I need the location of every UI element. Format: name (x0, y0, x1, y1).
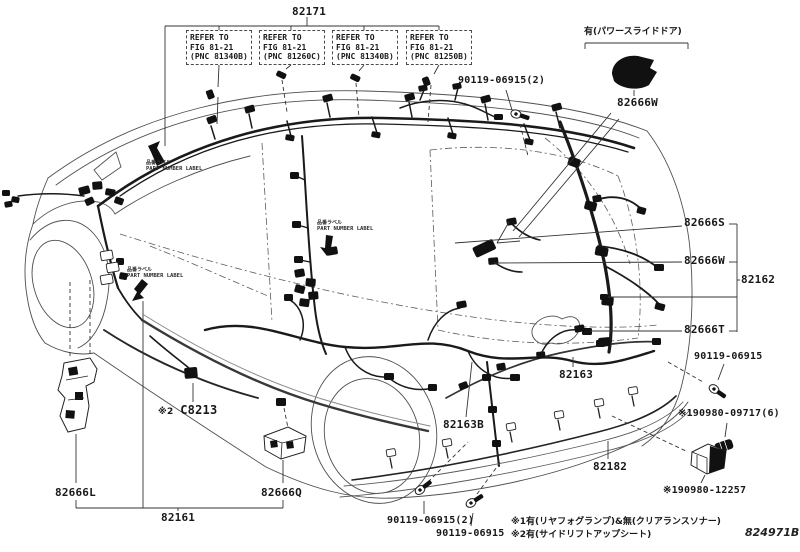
label-arrow-icon (320, 235, 335, 256)
white-connector-glyphs (99, 249, 639, 458)
refer-box-1: REFER TO FIG 81-21 (PNC 81340B) (186, 30, 252, 65)
callout-82666Q: 82666Q (261, 486, 302, 499)
label-arrow-icon (132, 279, 148, 301)
c8213-number: C8213 (180, 403, 218, 417)
part-number-label-jp: 品番ラベル (317, 220, 343, 226)
part-number-label-en: PART NUMBER LABEL (127, 273, 184, 279)
callout-82666W-top: 82666W (617, 96, 658, 109)
callout-90119-06915-top: 90119-06915(2) (458, 75, 546, 86)
callout-82161: 82161 (161, 511, 196, 524)
part-pictograms (57, 55, 734, 508)
footnote-2: ※2有(サイドリフトアップシート) (511, 530, 652, 540)
refer-box-line: (PNC 81340B) (190, 52, 248, 61)
psd-junction-part (612, 55, 657, 89)
part-number-label-en: PART NUMBER LABEL (146, 166, 203, 172)
callout-82171: 82171 (292, 5, 327, 18)
dashed-leaders (69, 79, 704, 495)
refer-box-line: (PNC 81250B) (410, 52, 468, 61)
bolt-icon (510, 109, 530, 121)
footnote-1: ※1有(リヤフォグランプ)&無(クリアランスソナー) (511, 517, 721, 527)
car-outline (24, 90, 693, 504)
callout-90980-09717: ※190980-09717(6) (678, 408, 780, 419)
refer-box-3: REFER TO FIG 81-21 (PNC 81340B) (332, 30, 398, 65)
callout-82162: 82162 (741, 273, 776, 286)
junction-82666Q-part (263, 426, 307, 460)
callout-82163B: 82163B (443, 418, 484, 431)
refer-box-line: REFER TO (336, 33, 375, 42)
refer-box-line: FIG 81-21 (263, 42, 307, 52)
callout-82163: 82163 (559, 368, 594, 381)
part-number-label-en: PART NUMBER LABEL (317, 226, 374, 232)
callout-90119-06915-bottom-a: 90119-06915(2) (387, 515, 475, 526)
part-number-label-jp: 品番ラベル (127, 267, 153, 273)
refer-box-line: (PNC 81260C) (263, 52, 321, 61)
ref-mark-2: ※2 (158, 407, 174, 417)
bolt-icon (708, 384, 727, 399)
part-number-label-roof: 品番ラベル PART NUMBER LABEL (146, 160, 202, 172)
refer-box-line: FIG 81-21 (410, 42, 454, 52)
part-number-label-center: 品番ラベル PART NUMBER LABEL (317, 220, 373, 232)
part-number-label-jp: 品番ラベル (146, 160, 172, 166)
callout-90119-06915-right: 90119-06915 (694, 351, 763, 362)
callout-C8213: ※2 C8213 (158, 403, 217, 417)
bolt-icon (414, 480, 432, 495)
construction-lines (119, 137, 659, 344)
callout-82666L: 82666L (55, 486, 96, 499)
refer-box-line: FIG 81-21 (190, 42, 234, 52)
refer-box-2: REFER TO FIG 81-21 (PNC 81260C) (259, 30, 325, 65)
bolt-icon (465, 494, 484, 508)
refer-box-line: (PNC 81340B) (336, 52, 394, 61)
part-number-label-front: 品番ラベル PART NUMBER LABEL (127, 267, 183, 279)
option-power-slide-door-label: 有(パワースライドドア) (584, 27, 682, 37)
figure-code: 824971B (745, 526, 800, 539)
leader-lines (75, 17, 740, 527)
junction-82666L-part (57, 357, 98, 433)
callout-90119-06915-bottom-b: 90119-06915 (436, 528, 505, 539)
callout-90980-12257: ※190980-12257 (663, 485, 747, 496)
callout-82666W-right: 82666W (684, 254, 725, 267)
refer-box-line: REFER TO (190, 33, 229, 42)
callout-82182: 82182 (593, 460, 628, 473)
label-arrow-icon (148, 141, 165, 166)
callout-82666T: 82666T (684, 323, 725, 336)
connector-glyphs (2, 70, 666, 447)
refer-box-line: REFER TO (263, 33, 302, 42)
callout-82666S: 82666S (684, 216, 725, 229)
connector-90980-12257-part (690, 443, 727, 475)
refer-box-4: REFER TO FIG 81-21 (PNC 81250B) (406, 30, 472, 65)
wiring-harness (17, 87, 691, 498)
refer-box-line: FIG 81-21 (336, 42, 380, 52)
refer-box-line: REFER TO (410, 33, 449, 42)
